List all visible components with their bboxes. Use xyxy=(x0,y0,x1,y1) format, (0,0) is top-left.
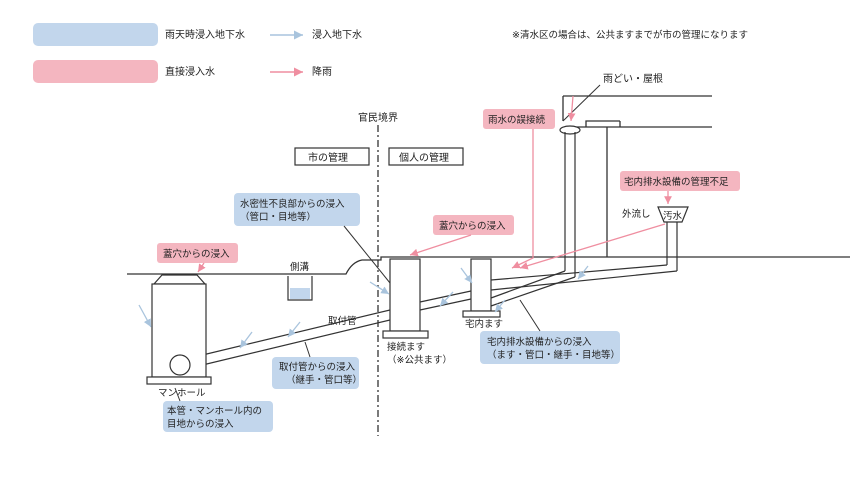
rain-arrow-indoor-pipe xyxy=(519,223,666,270)
side-ditch-water xyxy=(290,288,310,299)
roof-pointer xyxy=(562,84,601,122)
private-management-box xyxy=(388,147,464,166)
downpipe-connection xyxy=(490,270,576,307)
gw-arrow-3 xyxy=(287,321,301,338)
rain-arrow-cover-center xyxy=(409,234,472,257)
callout-main-inflow-text-2: 目地からの浸入 xyxy=(167,418,234,430)
connection-basin-base xyxy=(382,330,429,339)
house-basin-base xyxy=(462,310,501,318)
pointer-watertight xyxy=(343,225,391,284)
callout-indoor-mgmt xyxy=(620,171,740,191)
manhole-base xyxy=(146,376,212,385)
callout-watertight-text-2: （管口・目地等） xyxy=(240,211,316,223)
legend-pink-label: 直接浸入水 xyxy=(165,65,215,78)
ground-line xyxy=(127,256,850,275)
callout-rain-misconnect-text: 雨水の誤接続 xyxy=(488,114,546,126)
sewage-label: 汚水 xyxy=(663,210,683,222)
connection-basin xyxy=(389,258,421,332)
city-management-box xyxy=(294,147,370,166)
manhole-label: マンホール xyxy=(158,388,206,399)
gw-arrow-5 xyxy=(439,291,454,307)
callout-cover-hole-left xyxy=(157,243,238,263)
legend-blue-arrow-label: 浸入地下水 xyxy=(312,28,362,41)
house xyxy=(562,95,712,257)
legend-blue-swatch xyxy=(33,23,158,46)
gw-arrow-2 xyxy=(239,331,253,349)
sink xyxy=(657,206,689,223)
gw-arrow-8 xyxy=(577,265,589,280)
callout-cover-hole-left-text: 蓋穴からの浸入 xyxy=(163,248,230,260)
callout-cover-hole-center xyxy=(433,215,514,235)
sink-drain xyxy=(666,222,678,271)
outflow-label: 外流し xyxy=(622,208,651,220)
boundary-label: 官民境界 xyxy=(358,111,398,124)
connection-basin-sublabel: （※公共ます） xyxy=(387,354,452,366)
legend-blue-label: 雨天時浸入地下水 xyxy=(165,28,245,41)
callout-indoor-inflow-text-2: （ます・管口・継手・目地等） xyxy=(487,349,620,361)
private-management-label: 個人の管理 xyxy=(399,151,449,164)
pointer-indoor-inflow xyxy=(519,299,541,332)
callout-rain-misconnect xyxy=(483,109,555,129)
main-sewer-pipe xyxy=(169,354,191,376)
callout-cover-hole-center-text: 蓋穴からの浸入 xyxy=(439,220,506,232)
rain-arrow-misconnect xyxy=(511,129,534,269)
callout-watertight xyxy=(234,193,360,226)
gw-arrow-6 xyxy=(460,267,473,284)
service-pipe-label: 取付管 xyxy=(328,315,357,327)
roof-label: 雨どい・屋根 xyxy=(603,72,663,85)
gw-arrow-1 xyxy=(138,304,152,328)
downpipe xyxy=(564,132,576,277)
side-ditch-label: 側溝 xyxy=(290,261,310,273)
callout-pipe-inflow xyxy=(272,357,359,389)
callout-indoor-inflow-text-1: 宅内排水設備からの浸入 xyxy=(487,336,592,348)
city-management-label: 市の管理 xyxy=(308,151,348,164)
callout-watertight-text-1: 水密性不良部からの浸入 xyxy=(240,198,345,210)
callout-indoor-mgmt-text: 宅内排水設備の管理不足 xyxy=(624,176,729,188)
legend-pink-swatch xyxy=(33,60,158,83)
downpipe-head xyxy=(559,125,581,135)
side-ditch xyxy=(287,276,313,301)
callout-pipe-inflow-text-1: 取付管からの浸入 xyxy=(279,361,356,373)
rain-arrow-roof xyxy=(567,95,576,122)
pointer-pipe-inflow xyxy=(304,341,311,358)
connection-basin-label: 接続ます xyxy=(387,341,425,353)
legend-pink-arrow-label: 降雨 xyxy=(312,65,332,78)
gw-arrow-4 xyxy=(369,281,390,295)
callout-pipe-inflow-text-2: （継手・管口等） xyxy=(286,374,362,386)
manhole-cone xyxy=(152,274,207,285)
callout-main-inflow xyxy=(163,401,273,432)
rain-arrow-cover-left xyxy=(197,262,206,273)
house-basin-label: 宅内ます xyxy=(465,318,503,330)
house-basin xyxy=(470,258,492,312)
callout-main-inflow-text-1: 本管・マンホール内の xyxy=(167,405,262,417)
pointer-main-inflow xyxy=(174,387,181,402)
callout-indoor-inflow xyxy=(480,331,620,364)
management-note: ※清水区の場合は、公共ますまでが市の管理になります xyxy=(512,29,748,41)
gw-arrow-7 xyxy=(494,299,506,313)
indoor-pipe xyxy=(490,264,678,291)
